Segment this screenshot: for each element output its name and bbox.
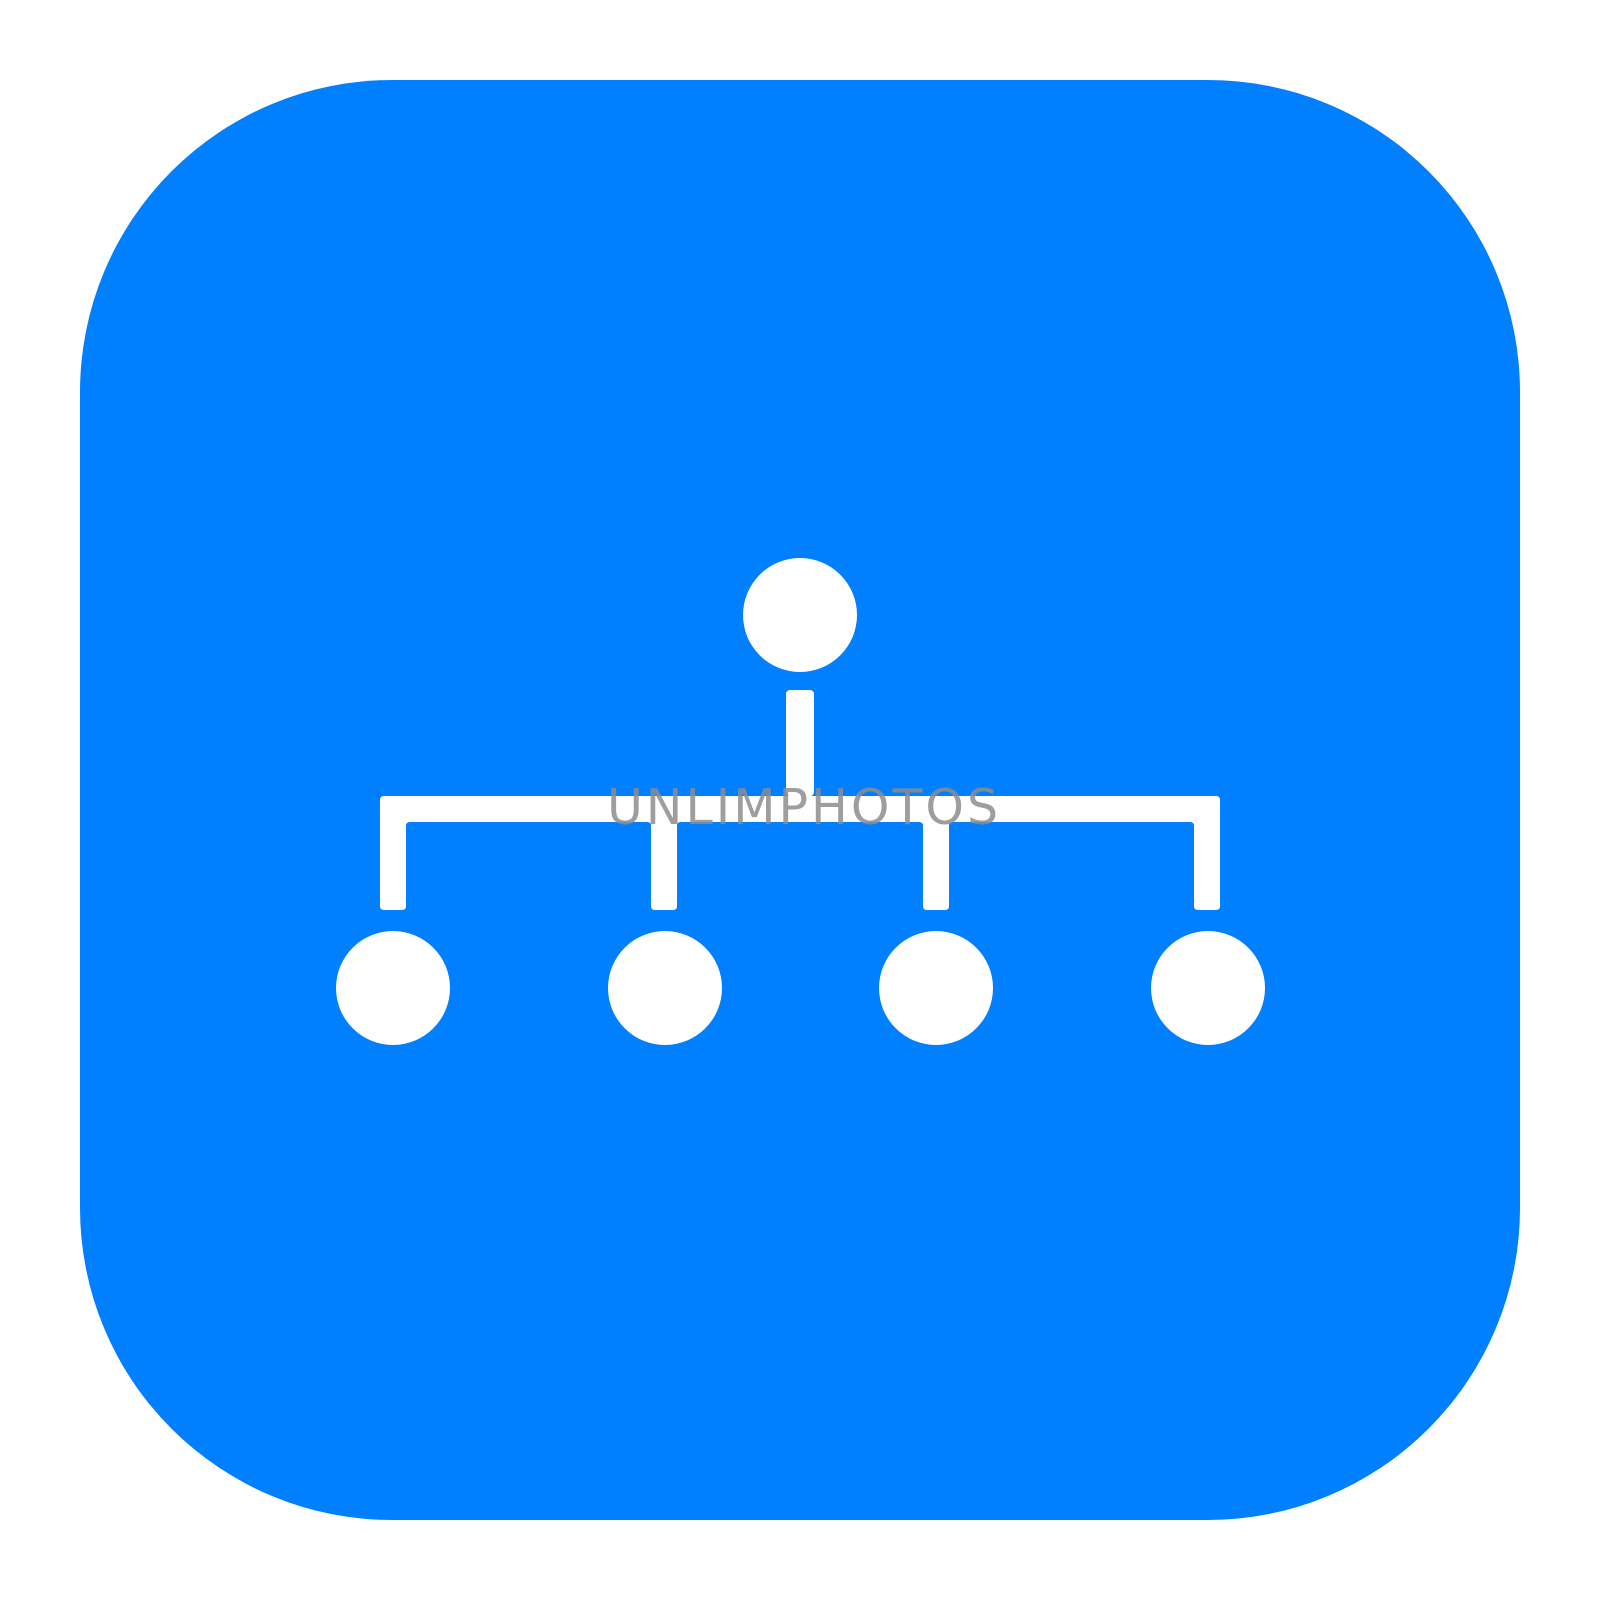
child-node-3-icon — [879, 931, 993, 1045]
child-node-2-icon — [608, 931, 722, 1045]
child-node-1-icon — [336, 931, 450, 1045]
org-chart-glyph — [336, 558, 1265, 1045]
branch-connector — [380, 796, 1220, 910]
child-node-4-icon — [1151, 931, 1265, 1045]
root-node-icon — [743, 558, 857, 672]
watermark-text: UNLIMPHOTOS — [607, 779, 1001, 836]
root-connector — [786, 690, 814, 796]
